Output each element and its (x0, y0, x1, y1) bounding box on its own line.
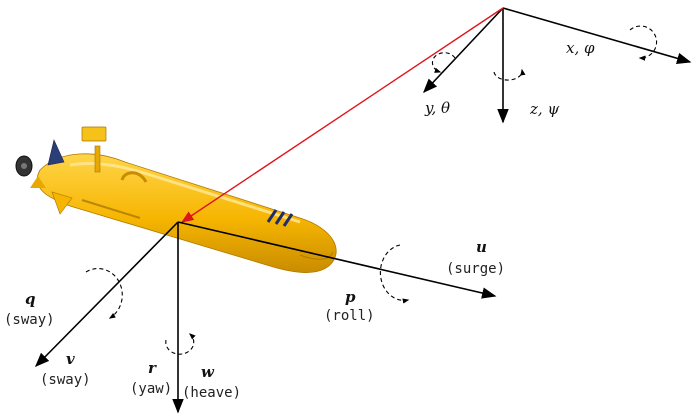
earth-frame: x, φ y, θ z, ψ (423, 7, 692, 124)
earth-z-rotation-arc (493, 68, 526, 81)
earth-x-axis (502, 7, 692, 64)
auv-tail-fin-bottom (51, 191, 73, 215)
earth-x-rotation-arc (629, 25, 658, 61)
body-roll-arc (379, 244, 410, 304)
auv-hull (36, 153, 337, 273)
w-symbol: w (201, 363, 215, 381)
earth-y-rotation-arc (431, 52, 456, 73)
body-u-axis (177, 221, 497, 299)
auv-tail-fin-top (47, 139, 65, 166)
earth-y-axis (423, 7, 504, 94)
body-frame: u (surge) p (roll) q (sway) v (sway) r (… (4, 221, 505, 414)
auv-tail-fin-side (30, 176, 46, 188)
earth-x-axis-label: x, φ (566, 39, 595, 57)
auv-handle (120, 171, 148, 183)
v-symbol: v (66, 350, 75, 368)
auv-mast (94, 145, 101, 173)
u-symbol: u (476, 238, 487, 256)
r-symbol: r (148, 359, 157, 377)
body-v-axis (34, 221, 179, 368)
q-symbol: q (25, 290, 36, 308)
body-sway-arc (85, 268, 123, 319)
w-name: (heave) (182, 385, 241, 401)
earth-z-axis-label: z, ψ (529, 100, 559, 118)
v-name: (sway) (40, 372, 91, 388)
p-name: (roll) (324, 308, 375, 324)
auv-vehicle (15, 126, 337, 273)
q-name: (sway) (4, 312, 55, 328)
body-yaw-arc (165, 333, 196, 355)
r-name: (yaw) (130, 381, 172, 397)
auv-logo (266, 209, 294, 227)
earth-y-axis-label: y, θ (424, 99, 450, 117)
auv-mast-top (81, 126, 107, 142)
position-vector (180, 7, 504, 223)
p-symbol: p (345, 288, 356, 306)
u-name: (surge) (446, 261, 505, 277)
